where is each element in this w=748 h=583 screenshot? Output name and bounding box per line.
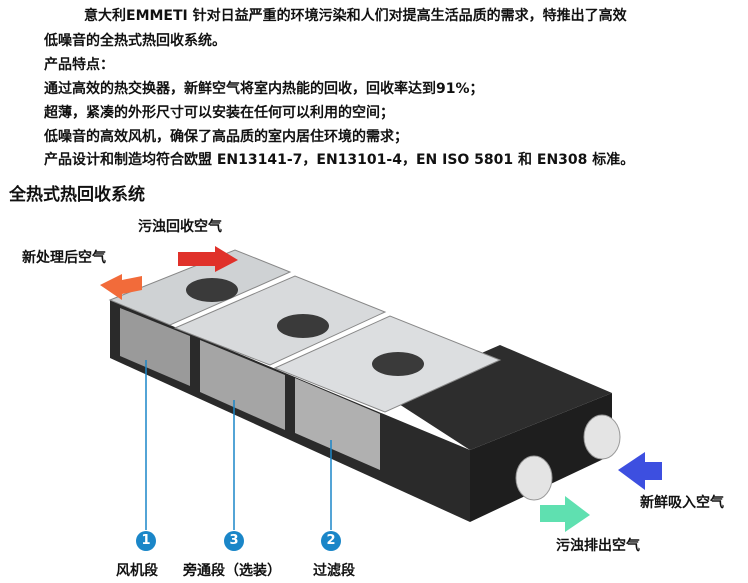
section-marker-2: 2: [321, 531, 341, 551]
feature-item: 超薄，紧凑的外形尺寸可以安装在任何可以利用的空间；: [44, 105, 394, 121]
arrow-fresh-intake-icon: [618, 452, 662, 490]
intro-line-1: 意大利EMMETI 针对日益严重的环境污染和人们对提高生活品质的需求，特推出了高…: [84, 8, 627, 24]
feature-item: 低噪音的高效风机，确保了高品质的室内居住环境的需求；: [44, 129, 408, 145]
arrow-return-exhaust-icon: [178, 246, 238, 272]
section-marker-1: 1: [136, 531, 156, 551]
features-heading: 产品特点：: [44, 57, 114, 73]
intro-line-2: 低噪音的全热式热回收系统。: [44, 33, 226, 49]
port-fresh: [583, 414, 621, 460]
feature-item: 产品设计和制造均符合欧盟 EN13141-7，EN13101-4，EN ISO …: [44, 152, 635, 168]
arrow-treated-supply-icon: [100, 274, 142, 300]
label-filter-section: 过滤段: [313, 563, 355, 579]
feature-item: 通过高效的热交换器，新鲜空气将室内热能的回收，回收率达到91%；: [44, 81, 484, 97]
label-bypass-section: 旁通段（选装）: [183, 563, 281, 579]
section-title: 全热式热回收系统: [9, 185, 145, 205]
section-marker-3: 3: [224, 531, 244, 551]
port-exhaust: [515, 455, 553, 501]
label-treated-supply: 新处理后空气: [22, 250, 106, 266]
label-return-exhaust: 污浊回收空气: [138, 219, 222, 235]
arrow-exhaust-out-icon: [540, 496, 590, 532]
label-exhaust-out: 污浊排出空气: [556, 538, 640, 554]
label-fresh-intake: 新鲜吸入空气: [640, 495, 724, 511]
label-fan-section: 风机段: [116, 563, 158, 579]
